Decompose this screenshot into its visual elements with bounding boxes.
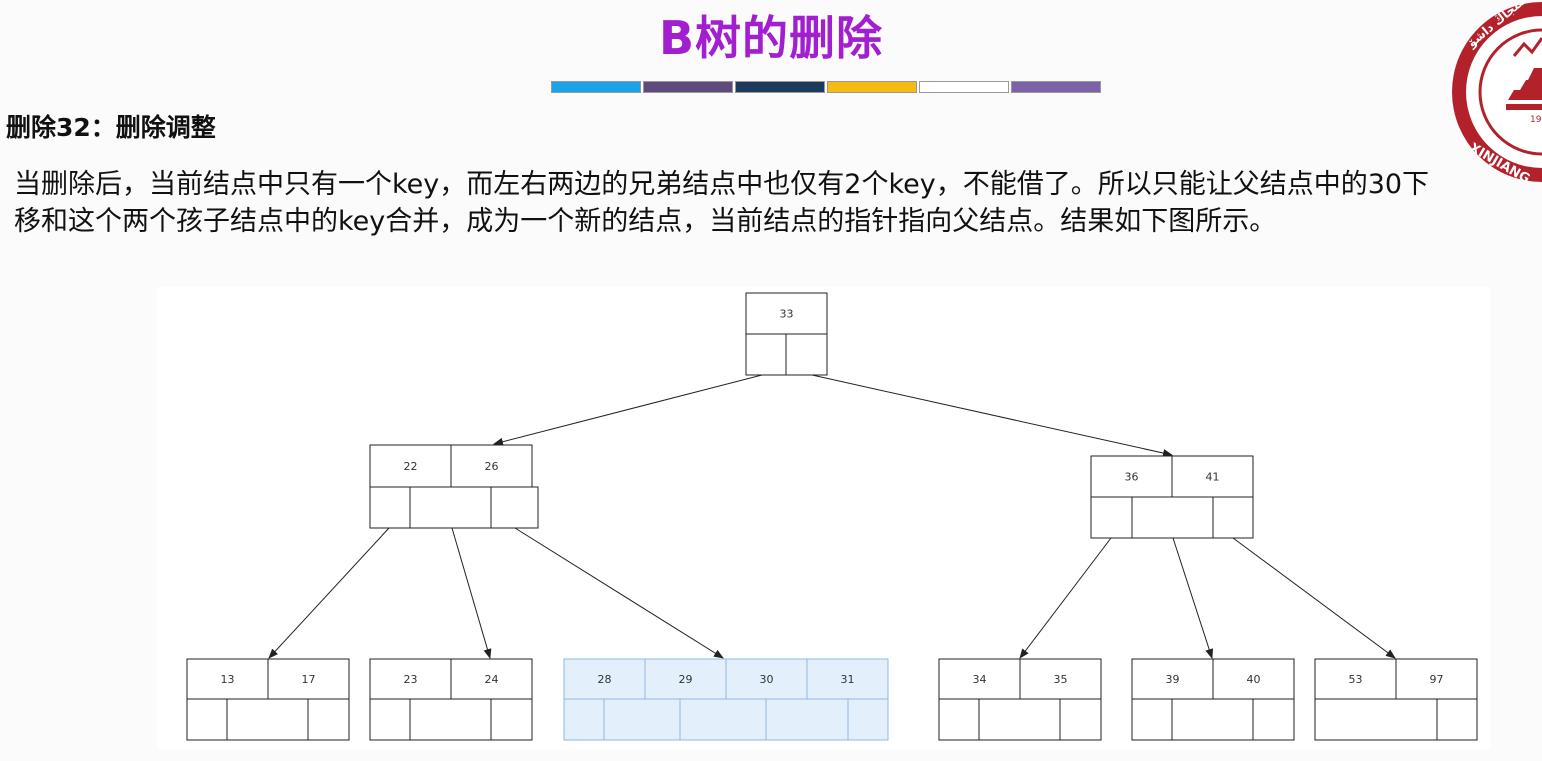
node-key-label: 41 [1206, 471, 1220, 484]
tree-edge-arrow [514, 527, 724, 659]
node-key-label: 40 [1247, 673, 1261, 686]
color-bar-segment [551, 81, 641, 93]
description-paragraph: 当删除后，当前结点中只有一个key，而左右两边的兄弟结点中也仅有2个key，不能… [14, 169, 1430, 237]
node-key-label: 24 [485, 673, 499, 686]
node-key-label: 28 [598, 673, 612, 686]
node-key-label: 29 [679, 673, 693, 686]
tree-edge-arrow [493, 374, 763, 446]
section-heading: 删除32：删除调整 [6, 113, 216, 142]
color-bar-segment [919, 81, 1009, 93]
tree-edge-arrow [268, 527, 390, 659]
color-bar-segment [643, 81, 733, 93]
tree-edge-arrow [811, 374, 1173, 457]
leaf-node-pointer-box [563, 698, 889, 741]
node-key-label: 36 [1125, 471, 1139, 484]
node-key-label: 17 [302, 673, 316, 686]
node-key-label: 33 [780, 308, 794, 321]
leaf-node-pointer-box [186, 698, 350, 741]
node-key-label: 53 [1349, 673, 1363, 686]
tree-edge-arrow [451, 527, 492, 659]
color-bar-segment [1011, 81, 1101, 93]
node-key-label: 30 [760, 673, 774, 686]
node-key-label: 39 [1166, 673, 1180, 686]
color-bar-segment [827, 81, 917, 93]
decorative-color-bar [551, 81, 1103, 93]
node-key-label: 34 [973, 673, 987, 686]
tree-edge-arrow [1019, 537, 1112, 659]
tree-edge-arrow [1172, 537, 1214, 659]
tree-edge-arrow [1232, 537, 1396, 659]
leaf-node-pointer-box [938, 698, 1102, 741]
leaf-node-pointer-box [1131, 698, 1295, 741]
node-key-label: 97 [1430, 673, 1444, 686]
root-node-keys-box [745, 292, 828, 335]
node-key-label: 26 [485, 460, 499, 473]
leaf-node-pointer-box [369, 698, 533, 741]
leaf-node-pointer-box [1314, 698, 1478, 741]
color-bar-segment [735, 81, 825, 93]
node-key-label: 13 [221, 673, 235, 686]
node-key-label: 31 [841, 673, 855, 686]
internal-node-pointer-box [1090, 496, 1254, 539]
internal-node-pointer-box [369, 486, 539, 529]
node-key-label: 35 [1054, 673, 1068, 686]
node-key-label: 22 [404, 460, 418, 473]
svg-text:1924: 1924 [1530, 115, 1542, 125]
university-logo-icon: 1924 XINJIANG شىنجاڭ داشۆ [1452, 0, 1542, 185]
page-title: B树的删除 [658, 11, 884, 65]
node-key-label: 23 [404, 673, 418, 686]
